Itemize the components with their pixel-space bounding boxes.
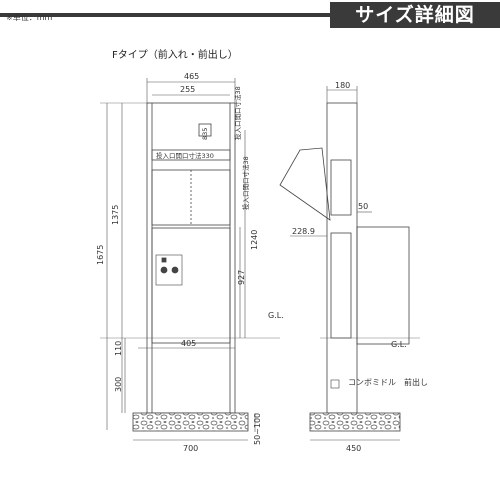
- side-window: [330, 232, 352, 339]
- front-dimensions: [100, 78, 280, 441]
- side-base-gravel: [309, 412, 401, 432]
- front-pillar-outline: [146, 102, 236, 414]
- vert-label-1: 835: [201, 128, 209, 140]
- width-top-label: 465: [184, 72, 199, 81]
- side-lock-label: コンボミドル 前出し: [348, 377, 428, 387]
- side-labels: 180 50 228.9 G.L. コンボミドル 前出し 450: [292, 81, 428, 453]
- side-top-width-label: 180: [335, 81, 350, 90]
- gl-label: G.L.: [268, 311, 284, 320]
- side-box: [356, 226, 410, 345]
- type-label: Fタイプ（前入れ・前出し）: [112, 50, 238, 61]
- lock-dial-icon: [171, 266, 179, 274]
- side-dimensions: [290, 86, 420, 441]
- vert-label-2: 投入口開口寸法38: [233, 86, 242, 140]
- front-lower-door: [151, 227, 231, 344]
- side-gl-label: G.L.: [391, 340, 407, 349]
- gl-height-label: 110: [114, 341, 123, 356]
- lock-dial-icon: [160, 266, 168, 274]
- slot-label: 投入口開口寸法330: [156, 151, 214, 160]
- front-slot-panel: [151, 149, 231, 161]
- front-lock-panel: [155, 254, 183, 286]
- open-height-label: 1240: [250, 230, 259, 250]
- front-sticker: [198, 123, 212, 137]
- side-open-depth-label: 228.9: [292, 227, 315, 236]
- vert-label-3: 投入口開口寸法38: [241, 156, 250, 210]
- side-pillar-outline: [326, 102, 358, 414]
- front-labels: 465 255 405 700 投入口開口寸法330 G.L. 1675 137…: [96, 72, 284, 453]
- page-title: サイズ詳細図: [330, 2, 500, 28]
- title-bar: [0, 13, 330, 17]
- base-width-label: 700: [183, 444, 198, 453]
- total-height-label: 1675: [96, 245, 105, 265]
- depth-range-label: 50~100: [253, 413, 262, 445]
- side-base-width-label: 450: [346, 444, 361, 453]
- body-height-label: 1375: [111, 205, 120, 225]
- pole-height-label: 300: [114, 377, 123, 392]
- front-view: [132, 102, 249, 432]
- lock-badge-icon: [161, 257, 167, 263]
- side-upper-window: [330, 159, 352, 216]
- title-band: サイズ詳細図: [0, 0, 500, 30]
- unit-label: ※単位：mm: [6, 13, 53, 22]
- side-lock-icon: [330, 379, 340, 389]
- lower-height-label: 927: [237, 270, 246, 285]
- width-inner-label: 255: [180, 85, 195, 94]
- side-flap-depth-label: 50: [358, 202, 368, 211]
- mid-width-label: 405: [181, 339, 196, 348]
- side-open-flap: [279, 147, 331, 221]
- front-base-gravel: [132, 412, 249, 432]
